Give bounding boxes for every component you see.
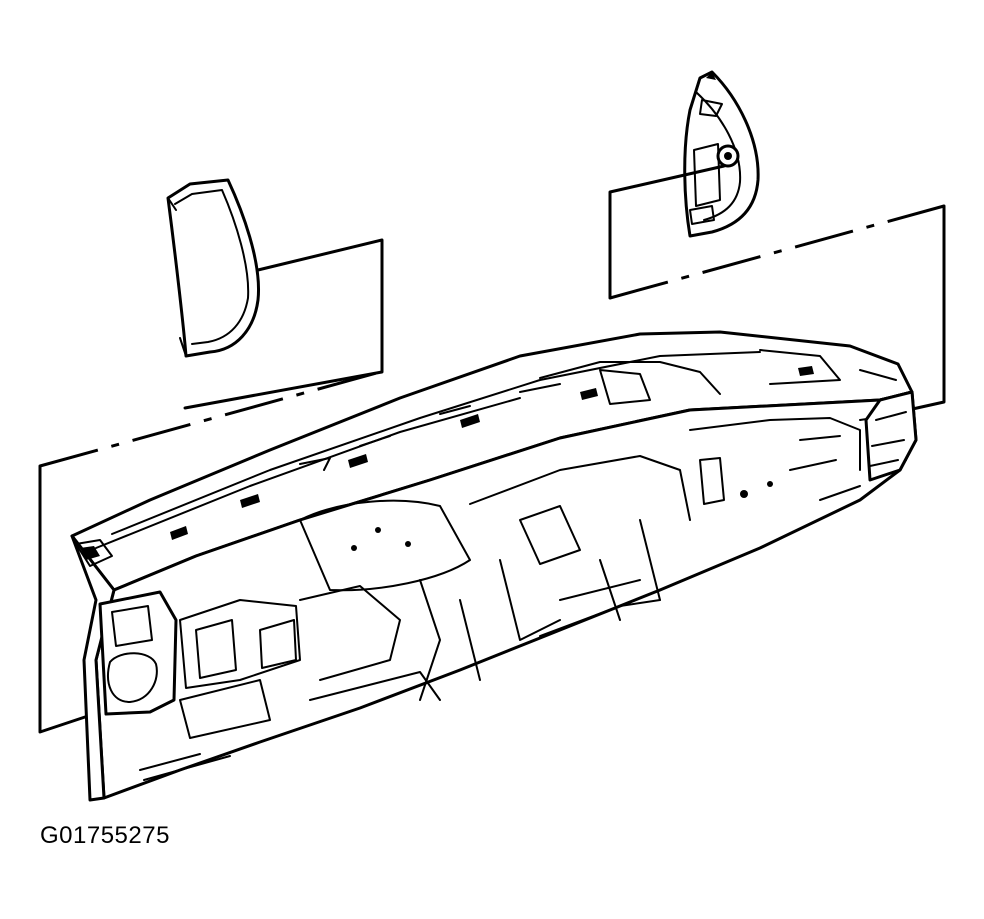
- figure-id-label: G01755275: [40, 822, 170, 849]
- right-callout-box: [608, 164, 946, 412]
- instrument-panel-carrier: [70, 330, 918, 802]
- left-callout-box: [183, 238, 384, 410]
- panel-clips: [170, 366, 814, 540]
- right-end-cap-cover: [683, 70, 760, 238]
- left-end-cap-cover: [166, 178, 261, 358]
